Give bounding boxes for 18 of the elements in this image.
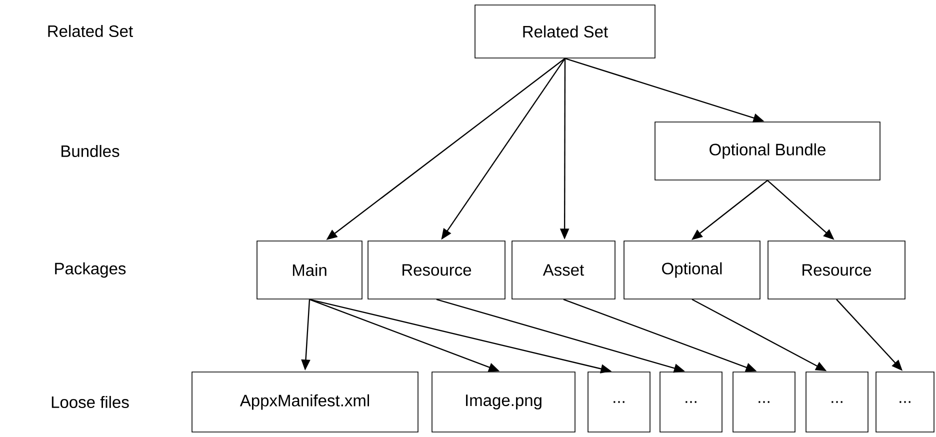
level-label: Related Set <box>48 24 133 38</box>
package-box: Resource <box>368 240 506 300</box>
bundle-box: Optional Bundle <box>654 122 880 180</box>
file-box: ... <box>806 372 868 432</box>
set-box: Related Set <box>474 4 656 58</box>
file-box: ... <box>732 372 796 432</box>
file-box: AppxManifest.xml <box>192 372 418 432</box>
level-label: Packages <box>55 262 126 278</box>
package-box: Asset <box>512 240 616 300</box>
level-label: Bundles <box>62 144 120 158</box>
file-box: ... <box>588 372 650 432</box>
file-box: ... <box>876 372 934 432</box>
package-box: Resource <box>768 240 906 300</box>
package-box: Optional <box>624 240 760 300</box>
level-label: Loose files <box>52 396 129 408</box>
package-box: Main <box>256 240 362 300</box>
file-box: Image.png <box>432 372 576 432</box>
file-box: ... <box>660 372 722 432</box>
